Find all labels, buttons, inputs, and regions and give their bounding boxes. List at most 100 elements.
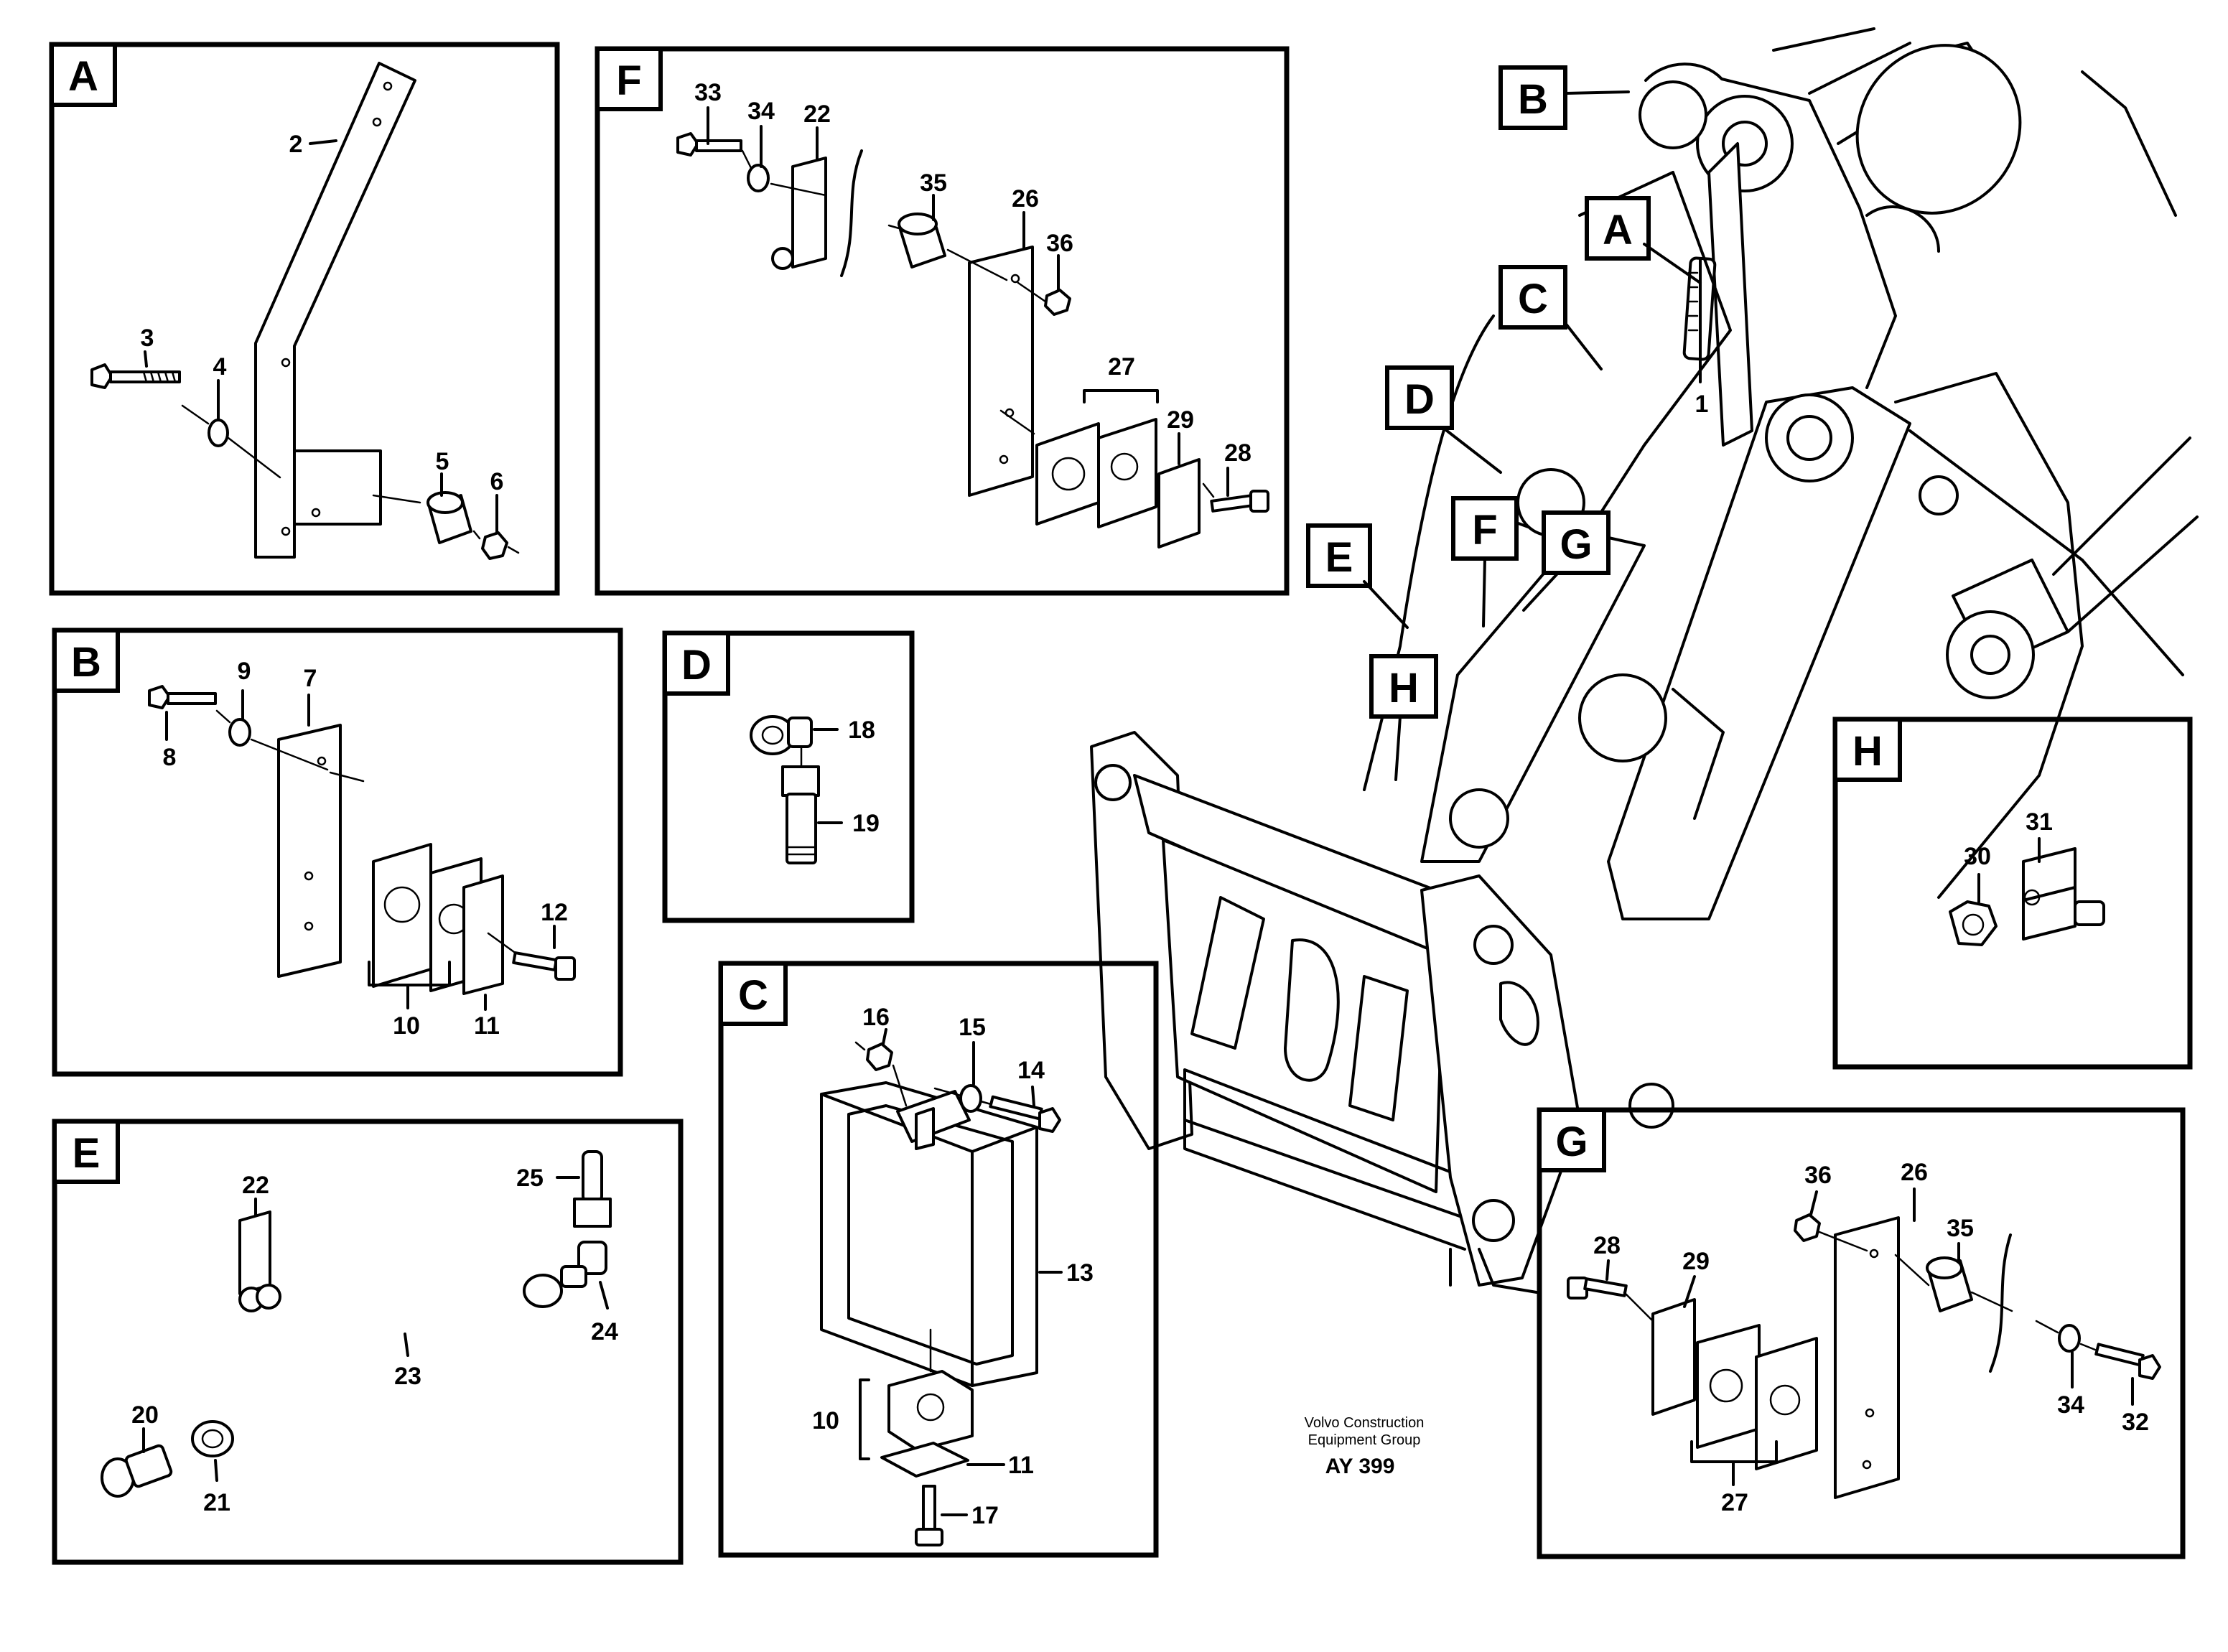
label-1: 1 bbox=[1695, 391, 1709, 418]
label-36: 36 bbox=[1046, 230, 1073, 257]
part-labels-d: 18 19 bbox=[848, 717, 880, 837]
panel-f: F bbox=[595, 46, 1290, 596]
overview-callouts: B A C D F G E H 1 bbox=[1306, 65, 1709, 781]
label-16: 16 bbox=[862, 1004, 890, 1031]
panel-c: C 13 bbox=[718, 961, 1159, 1558]
panel-h: H 30 31 bbox=[1832, 717, 2193, 1070]
screw-12 bbox=[512, 951, 576, 981]
label-30: 30 bbox=[1964, 843, 1991, 870]
fitting-31 bbox=[2022, 847, 2105, 941]
part-labels-g: 36 26 35 28 29 34 32 27 bbox=[1593, 1159, 2149, 1516]
label-33: 33 bbox=[694, 79, 722, 106]
clamp-halves-27 bbox=[1035, 418, 1157, 528]
label-35: 35 bbox=[1947, 1215, 1974, 1242]
label-7: 7 bbox=[304, 665, 317, 692]
overview-loader-arm: B A C D F G E H 1 bbox=[1090, 27, 2199, 1294]
label-22: 22 bbox=[803, 101, 831, 128]
elbow-24 bbox=[560, 1241, 607, 1288]
nut-16 bbox=[866, 1042, 893, 1071]
label-4: 4 bbox=[213, 353, 227, 381]
washer-34 bbox=[2058, 1324, 2081, 1353]
label-17: 17 bbox=[971, 1502, 999, 1529]
label-2: 2 bbox=[289, 131, 303, 158]
callout-f: F bbox=[1472, 507, 1497, 554]
callout-b: B bbox=[1518, 76, 1548, 123]
label-26: 26 bbox=[1901, 1159, 1928, 1186]
nut-36 bbox=[1794, 1213, 1821, 1242]
label-32: 32 bbox=[2122, 1409, 2149, 1436]
plate-26 bbox=[968, 246, 1034, 497]
panel-f-letter: F bbox=[616, 57, 641, 104]
cover-plate-29 bbox=[1651, 1298, 1696, 1416]
panel-c-letter: C bbox=[738, 972, 768, 1019]
cover-plate-29 bbox=[1157, 458, 1201, 549]
label-3: 3 bbox=[141, 325, 154, 352]
bolt bbox=[90, 363, 181, 389]
label-10: 10 bbox=[812, 1407, 839, 1434]
part-labels-b: 7 8 9 10 11 12 bbox=[163, 658, 568, 1040]
label-27: 27 bbox=[1108, 353, 1135, 381]
nut bbox=[481, 531, 508, 560]
panel-b-letter: B bbox=[71, 639, 101, 686]
label-5: 5 bbox=[436, 448, 449, 475]
drawing-footer: Volvo Construction Equipment Group AY 39… bbox=[1305, 1415, 1425, 1478]
fitting-20 bbox=[101, 1444, 173, 1498]
label-21: 21 bbox=[203, 1489, 230, 1516]
coupler-frame bbox=[1090, 731, 1581, 1294]
label-35: 35 bbox=[920, 169, 947, 197]
panel-h-letter: H bbox=[1852, 728, 1883, 775]
washer bbox=[208, 419, 229, 447]
label-25: 25 bbox=[516, 1165, 544, 1192]
elbow-fitting-18 bbox=[750, 715, 813, 755]
pipe-23 bbox=[227, 1274, 563, 1403]
label-13: 13 bbox=[1066, 1259, 1094, 1287]
label-6: 6 bbox=[490, 468, 504, 495]
screw-28 bbox=[1210, 490, 1269, 513]
label-18: 18 bbox=[848, 717, 875, 744]
screw-17 bbox=[915, 1485, 943, 1546]
plate-7 bbox=[277, 724, 342, 978]
label-29: 29 bbox=[1167, 406, 1194, 434]
label-14: 14 bbox=[1017, 1057, 1045, 1084]
callout-a: A bbox=[1603, 207, 1633, 253]
label-28: 28 bbox=[1224, 439, 1251, 467]
label-36: 36 bbox=[1804, 1162, 1832, 1189]
label-34: 34 bbox=[747, 98, 775, 125]
callout-e: E bbox=[1325, 534, 1353, 581]
mounting-bracket bbox=[254, 62, 416, 559]
label-12: 12 bbox=[541, 899, 568, 926]
label-10: 10 bbox=[393, 1012, 420, 1040]
label-26: 26 bbox=[1012, 185, 1039, 213]
label-20: 20 bbox=[131, 1401, 159, 1429]
spacer-sleeve bbox=[427, 491, 472, 544]
cover-plate-11 bbox=[880, 1442, 969, 1478]
part-labels-h: 30 31 bbox=[1964, 808, 2053, 870]
connector-25 bbox=[573, 1150, 612, 1228]
label-34: 34 bbox=[2057, 1391, 2084, 1419]
bolt-14 bbox=[989, 1095, 1061, 1133]
label-27: 27 bbox=[1721, 1489, 1748, 1516]
label-9: 9 bbox=[238, 658, 251, 685]
clamp-halves-27 bbox=[1696, 1324, 1818, 1470]
panel-b: B 7 8 9 bbox=[52, 627, 623, 1077]
sleeve-35 bbox=[898, 213, 946, 269]
label-11: 11 bbox=[1008, 1452, 1034, 1479]
panel-d-letter: D bbox=[681, 642, 712, 689]
washer-9 bbox=[228, 718, 251, 747]
part-labels-a: 2 3 4 5 6 bbox=[141, 131, 504, 495]
label-23: 23 bbox=[394, 1363, 421, 1390]
label-28: 28 bbox=[1593, 1232, 1621, 1259]
label-11: 11 bbox=[474, 1012, 500, 1040]
washer-34 bbox=[747, 164, 770, 192]
part-labels-e: 22 25 24 23 20 21 bbox=[131, 1165, 618, 1516]
label-8: 8 bbox=[163, 744, 177, 771]
footer-company-line2: Equipment Group bbox=[1308, 1432, 1421, 1448]
label-19: 19 bbox=[852, 810, 880, 837]
panel-g-letter: G bbox=[1555, 1119, 1588, 1165]
callout-h: H bbox=[1389, 665, 1419, 711]
part-labels-c: 13 14 15 16 10 11 17 bbox=[812, 1004, 1094, 1529]
label-24: 24 bbox=[591, 1318, 618, 1345]
frame-13 bbox=[820, 1081, 1038, 1387]
panel-e-letter: E bbox=[73, 1130, 101, 1177]
cover-plate-11 bbox=[462, 874, 504, 995]
